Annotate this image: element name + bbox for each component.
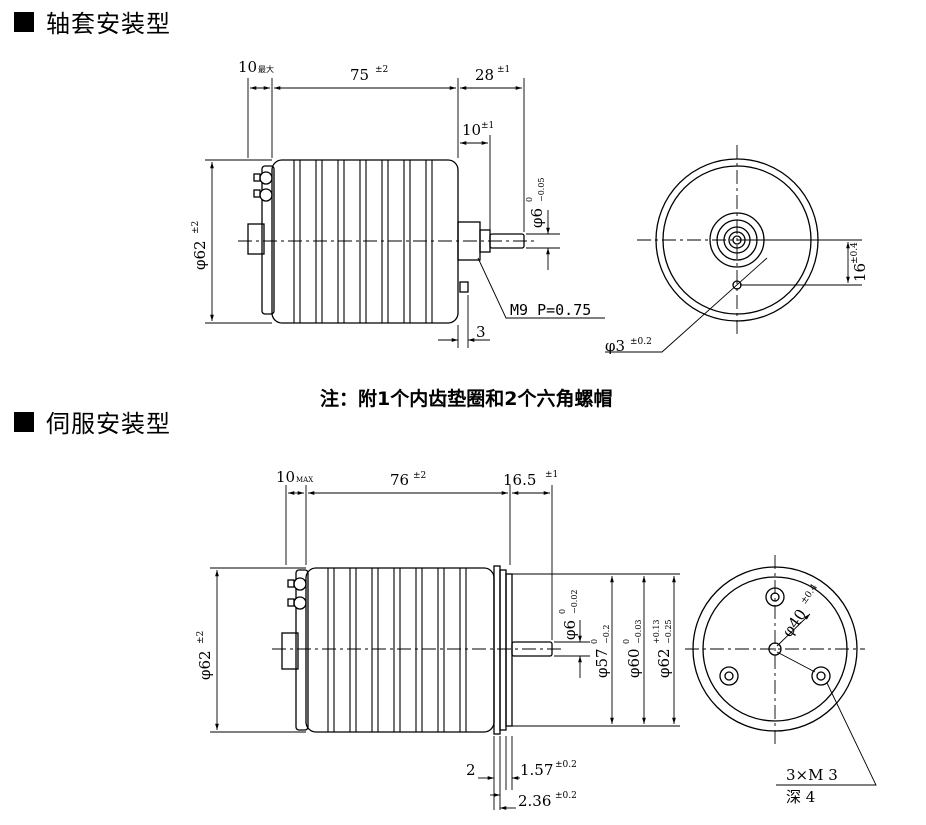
dim-16: 16 xyxy=(851,263,869,282)
dim-phi60-tol-dn: −0.03 xyxy=(634,619,643,644)
bottom-end-view xyxy=(685,555,877,786)
dim-28: 28 xyxy=(475,66,494,84)
dim-16-5-tol: ±1 xyxy=(545,470,558,480)
dim-phi6-top: φ6 xyxy=(528,208,546,228)
dim-10-bottom: 10 xyxy=(276,468,295,486)
top-end-view xyxy=(605,145,862,353)
bottom-dimension-lines xyxy=(210,485,680,810)
dim-phi3: φ3 xyxy=(605,337,625,355)
dim-phi40-tol: ±0.4 xyxy=(799,582,820,606)
thread-spec: M9 P=0.75 xyxy=(510,301,591,319)
dim-3: 3 xyxy=(476,323,486,341)
section-title-bottom: 伺服安装型 xyxy=(46,410,171,438)
dim-75-tol: ±2 xyxy=(375,65,388,75)
dim-phi6-bottom-tol-dn: −0.02 xyxy=(570,589,579,614)
dim-phi6-top-tol-up: 0 xyxy=(525,197,534,202)
accessory-note: 注：附1个内齿垫圈和2个六角螺帽 xyxy=(320,388,613,410)
square-bullet-icon xyxy=(14,11,34,32)
dim-10-shaft-tol: ±1 xyxy=(481,121,494,131)
dim-75: 75 xyxy=(350,66,369,84)
top-dimension-labels: 10 最大 75 ±2 28 ±1 10 ±1 φ62 ±2 φ6 0 −0.0… xyxy=(191,58,591,341)
dim-phi62-top-tol: ±2 xyxy=(191,221,201,234)
dim-phi57: φ57 xyxy=(593,648,611,678)
dim-2-36: 2.36 xyxy=(518,792,551,810)
dim-28-tol: ±1 xyxy=(497,65,510,75)
bottom-side-view xyxy=(272,565,565,735)
dim-phi62-bottom-tol: ±2 xyxy=(196,631,206,644)
bottom-end-labels: φ40 ±0.4 3×M 3 深 4 xyxy=(779,582,838,806)
dim-2-36-tol: ±0.2 xyxy=(555,791,577,801)
dim-phi3-tol: ±0.2 xyxy=(630,337,652,347)
top-dimension-lines xyxy=(205,78,605,348)
dim-phi62-flange: φ62 xyxy=(655,648,673,678)
section-title-top: 轴套安装型 xyxy=(46,10,171,38)
dim-phi57-tol-up: 0 xyxy=(590,639,599,644)
dim-76: 76 xyxy=(390,471,409,489)
dim-10-shaft: 10 xyxy=(462,121,481,139)
dim-phi6-top-tol-dn: −0.05 xyxy=(537,177,546,202)
dim-phi62-flange-tol-dn: −0.25 xyxy=(664,619,673,644)
dim-phi40: φ40 xyxy=(779,606,811,641)
bottom-dimension-labels: 10 MAX 76 ±2 16.5 ±1 φ62 ±2 φ6 0 −0.02 φ… xyxy=(196,468,673,810)
dim-phi62-flange-tol-up: +0.13 xyxy=(652,619,661,644)
dim-10-sub-bottom: MAX xyxy=(296,476,313,484)
section-heading-bottom: 伺服安装型 xyxy=(14,404,171,439)
dim-10-sub-top: 最大 xyxy=(258,64,274,74)
dim-phi60-tol-up: 0 xyxy=(622,639,631,644)
dim-phi62-bottom: φ62 xyxy=(196,650,214,680)
top-side-view xyxy=(238,159,535,324)
dim-1-57-tol: ±0.2 xyxy=(555,760,577,770)
dim-16-5: 16.5 xyxy=(503,471,536,489)
dim-phi57-tol-dn: −0.2 xyxy=(602,625,611,644)
dim-10-top: 10 xyxy=(238,58,257,76)
dim-phi62-top: φ62 xyxy=(191,240,209,270)
dim-76-tol: ±2 xyxy=(413,471,426,481)
section-heading-top: 轴套安装型 xyxy=(14,4,171,39)
square-bullet-icon xyxy=(14,411,34,432)
dim-1-57: 1.57 xyxy=(520,761,553,779)
dim-16-tol: ±0.4 xyxy=(850,242,860,264)
dim-phi6-bottom-tol-up: 0 xyxy=(558,609,567,614)
hole-spec: 3×M 3 xyxy=(786,766,838,784)
hole-depth: 深 4 xyxy=(786,788,815,806)
top-end-labels: 16 ±0.4 φ3 ±0.2 xyxy=(605,242,869,355)
dim-2: 2 xyxy=(466,761,476,779)
dim-phi60: φ60 xyxy=(625,648,643,678)
dim-phi6-bottom: φ6 xyxy=(561,620,579,640)
